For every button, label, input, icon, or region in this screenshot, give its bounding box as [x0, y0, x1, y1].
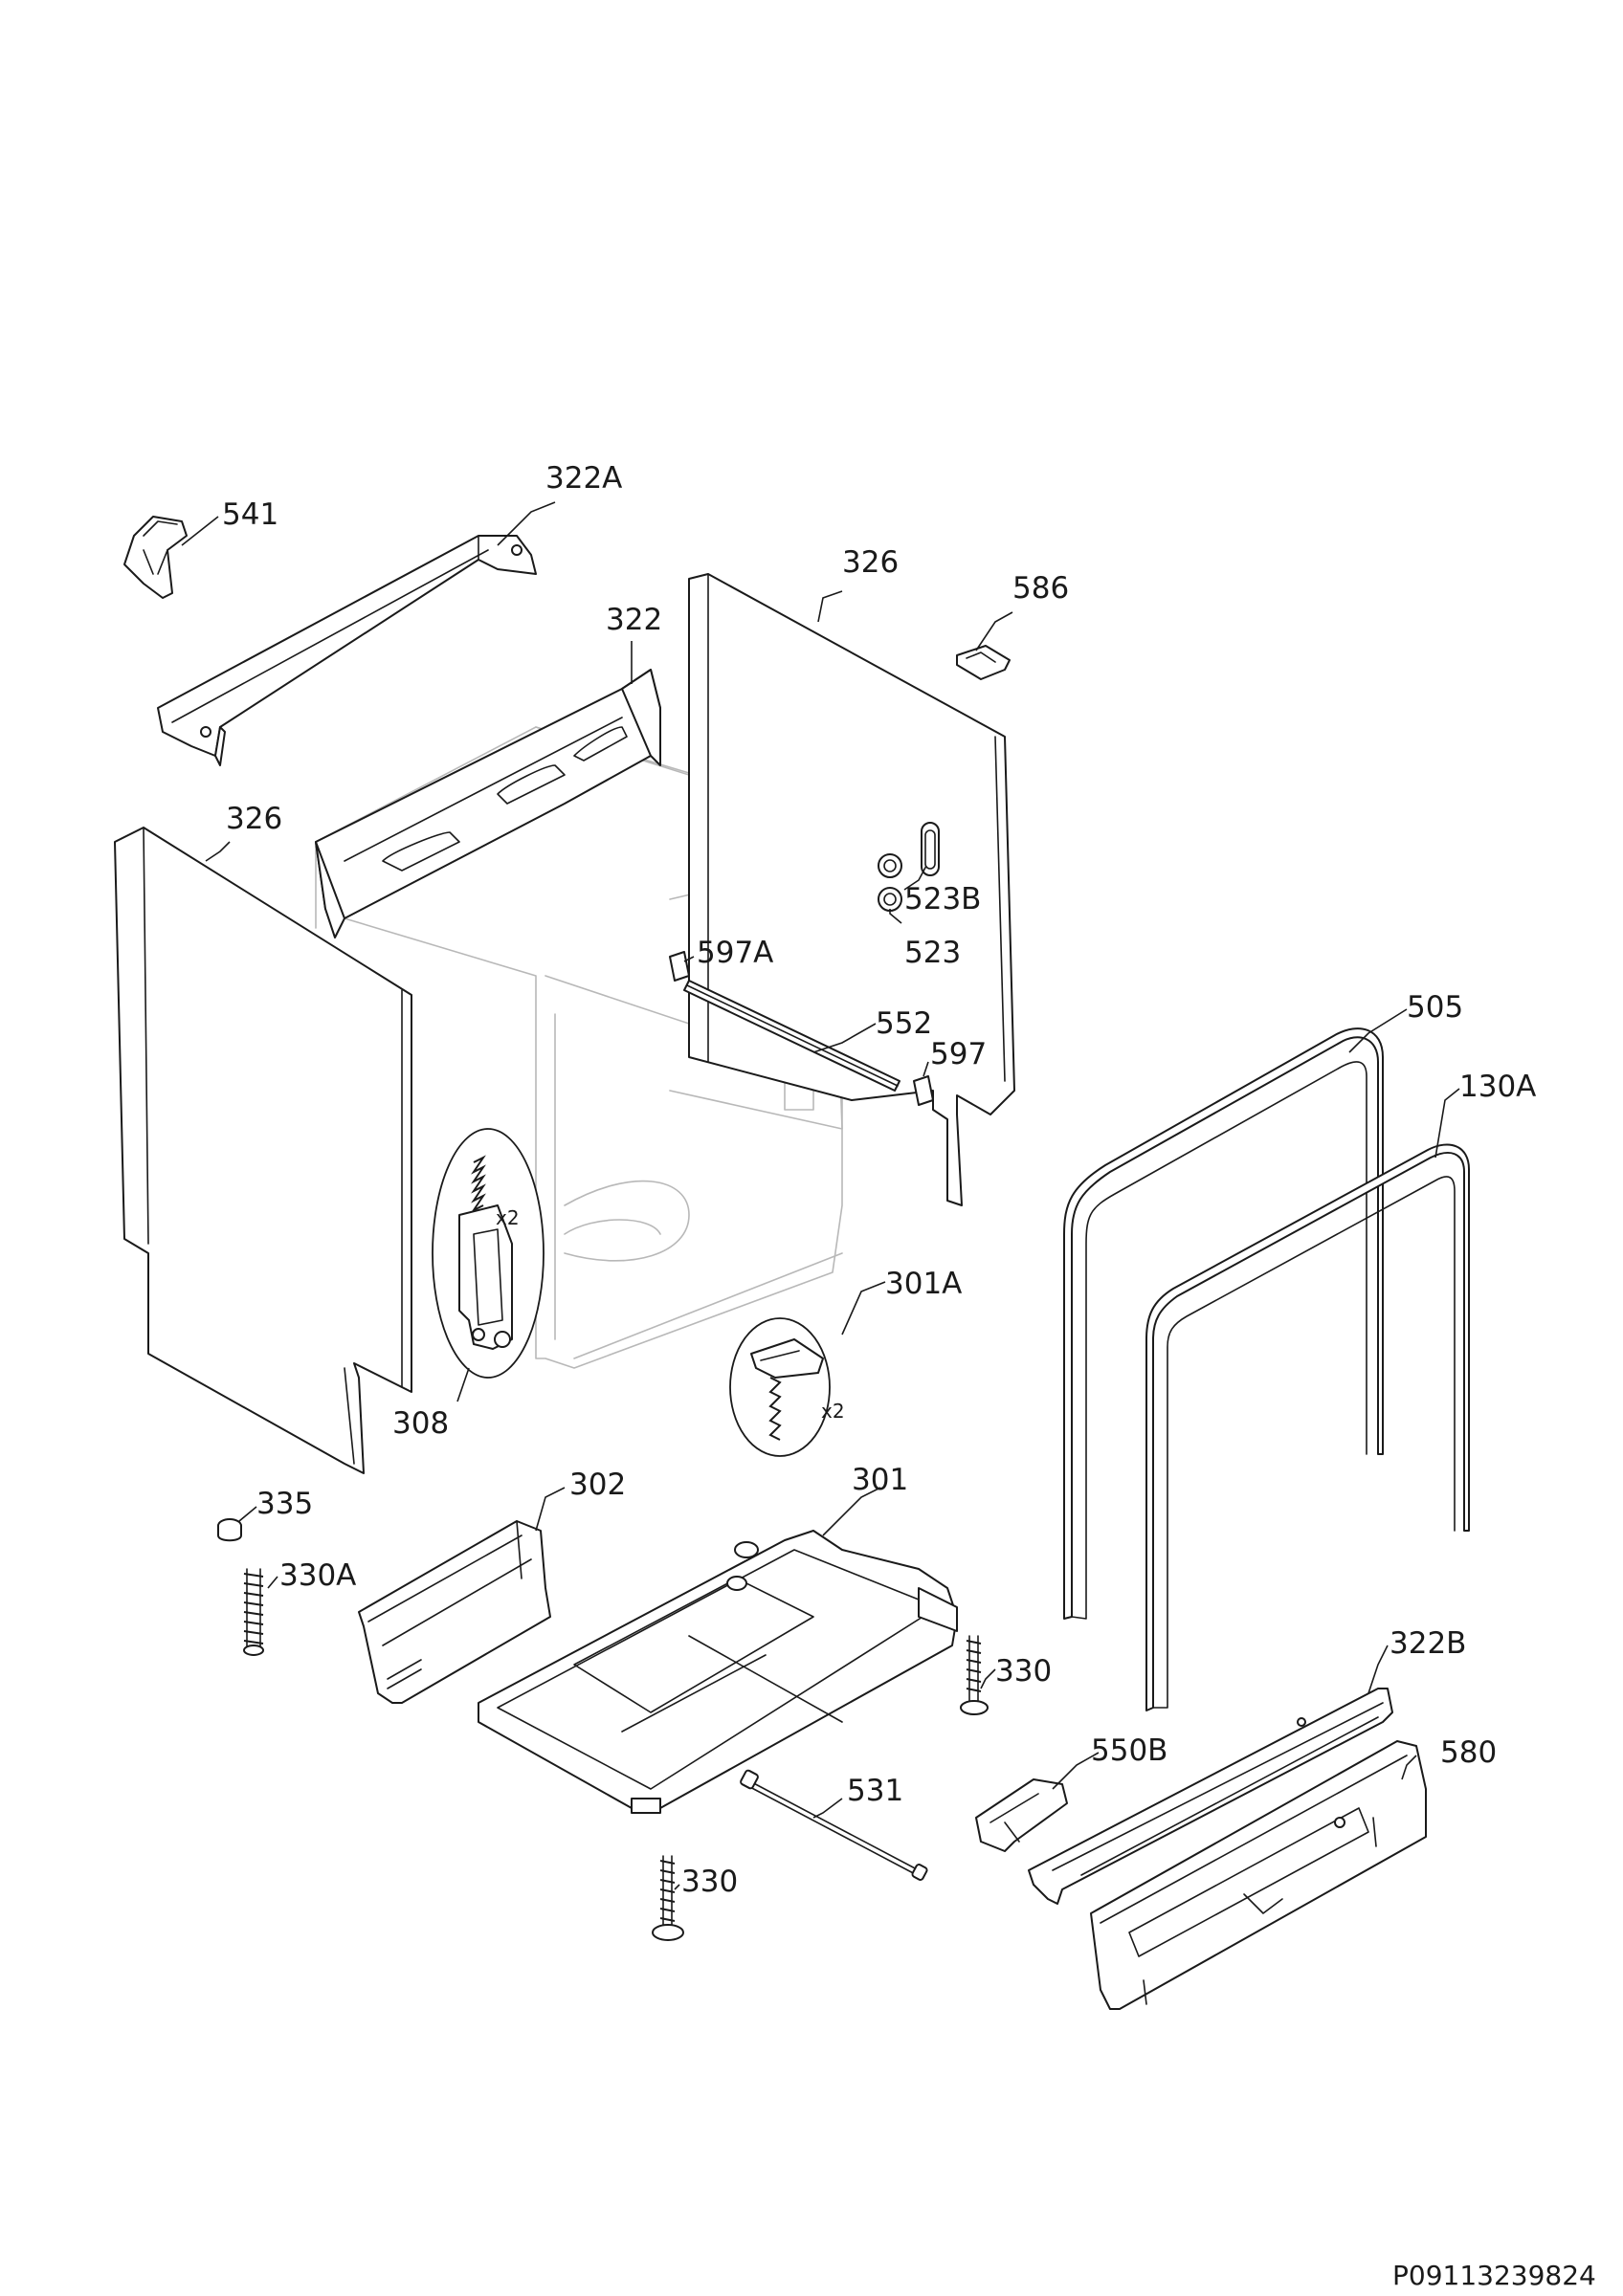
base-tray-301 — [478, 1530, 958, 1814]
callout-523: 523 — [904, 936, 961, 970]
callout-580: 580 — [1440, 1735, 1497, 1770]
callout-552: 552 — [876, 1006, 932, 1041]
callout-326-left: 326 — [226, 802, 282, 836]
callout-335: 335 — [256, 1487, 313, 1521]
side-panel-326-right — [688, 573, 1015, 1206]
clip-541 — [123, 516, 188, 599]
callout-597A: 597A — [697, 936, 773, 970]
callout-302: 302 — [569, 1468, 626, 1502]
callout-labels: 322A 541 326 586 322 326 523B 523 597A 5… — [222, 461, 1596, 2291]
callout-541: 541 — [222, 497, 278, 532]
hinge-detail-308 — [432, 1128, 545, 1379]
quantity-note-308: x2 — [496, 1206, 520, 1229]
callout-523B: 523B — [904, 882, 981, 916]
callout-550B: 550B — [1091, 1733, 1167, 1768]
door-seal-130A — [1145, 1143, 1470, 1711]
cap-335 — [217, 1518, 242, 1542]
foot-330-right — [960, 1635, 989, 1715]
callout-597: 597 — [930, 1037, 987, 1071]
callout-330A: 330A — [279, 1558, 356, 1593]
leader-lines — [181, 501, 1460, 1890]
door-seal-505 — [1063, 1027, 1384, 1620]
top-rail-322A — [157, 535, 537, 766]
callout-330-right: 330 — [995, 1654, 1052, 1689]
kick-plate-580 — [1090, 1740, 1427, 2010]
clip-550B — [975, 1778, 1068, 1852]
callout-322B: 322B — [1390, 1626, 1466, 1661]
callout-531: 531 — [847, 1774, 903, 1808]
side-panel-326-left — [114, 827, 412, 1474]
callout-330-bottom: 330 — [681, 1865, 738, 1899]
foot-330-bottom — [652, 1855, 684, 1941]
callout-326-right: 326 — [842, 545, 899, 580]
callout-308: 308 — [392, 1406, 449, 1441]
callout-322: 322 — [606, 603, 662, 637]
callout-586: 586 — [1012, 571, 1069, 606]
spring-detail-301A — [729, 1317, 831, 1457]
screw-330A — [243, 1568, 264, 1656]
callout-505: 505 — [1407, 990, 1463, 1025]
top-frame-322 — [315, 669, 661, 938]
callout-130A: 130A — [1459, 1070, 1536, 1104]
callout-301A: 301A — [885, 1267, 962, 1301]
bottom-rail-322B — [1028, 1688, 1393, 1905]
drawing-code: P09113239824 — [1392, 2260, 1596, 2291]
callout-322A: 322A — [545, 461, 622, 496]
bracket-586 — [956, 645, 1011, 680]
rod-531 — [740, 1769, 928, 1881]
quantity-note-301A: x2 — [821, 1400, 845, 1423]
base-bracket-302 — [358, 1520, 551, 1704]
callout-301: 301 — [852, 1463, 908, 1497]
